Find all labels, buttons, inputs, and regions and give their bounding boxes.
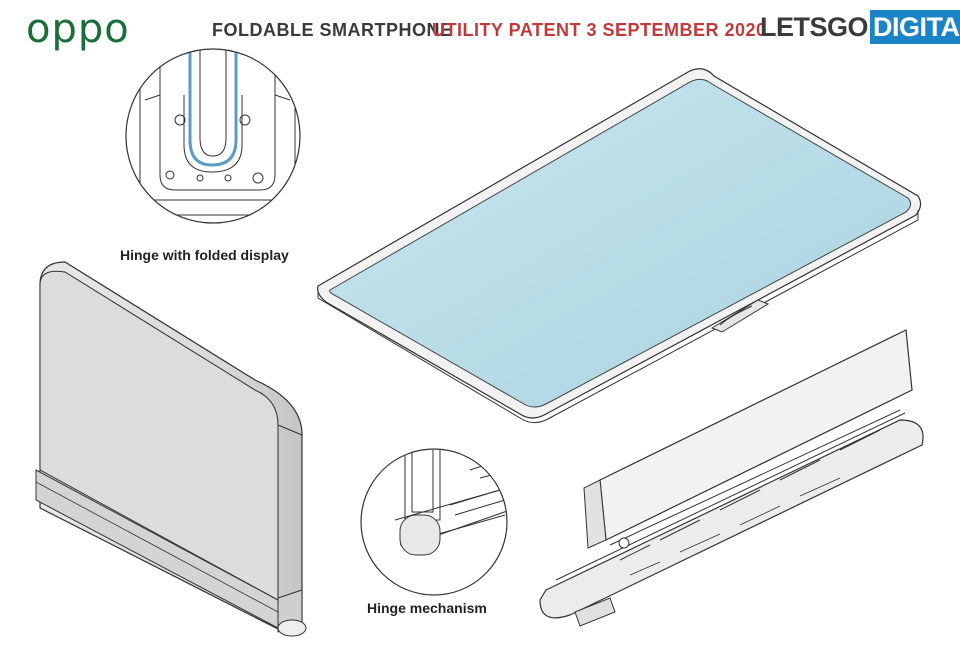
page-subtitle: UTILITY PATENT 3 SEPTEMBER 2020 bbox=[432, 20, 767, 40]
phone-folded bbox=[35, 261, 307, 637]
hinge-assembly bbox=[539, 329, 924, 627]
letsgodigital-logo: LETSGO DIGITAL bbox=[760, 10, 960, 44]
logo-text-digital: DIGITAL bbox=[870, 10, 960, 44]
logo-text-letsgo: LETSGO bbox=[760, 12, 869, 42]
caption-hinge-mechanism: Hinge mechanism bbox=[367, 600, 487, 616]
detail-hinge-mechanism bbox=[360, 448, 508, 596]
detail-hinge-folded bbox=[125, 48, 301, 224]
phone-unfolded bbox=[317, 68, 922, 424]
page-title: FOLDABLE SMARTPHONE bbox=[212, 20, 453, 40]
caption-hinge-folded: Hinge with folded display bbox=[120, 247, 289, 263]
header: oppo FOLDABLE SMARTPHONE UTILITY PATENT … bbox=[0, 0, 960, 60]
oppo-logo: oppo bbox=[26, 6, 130, 52]
